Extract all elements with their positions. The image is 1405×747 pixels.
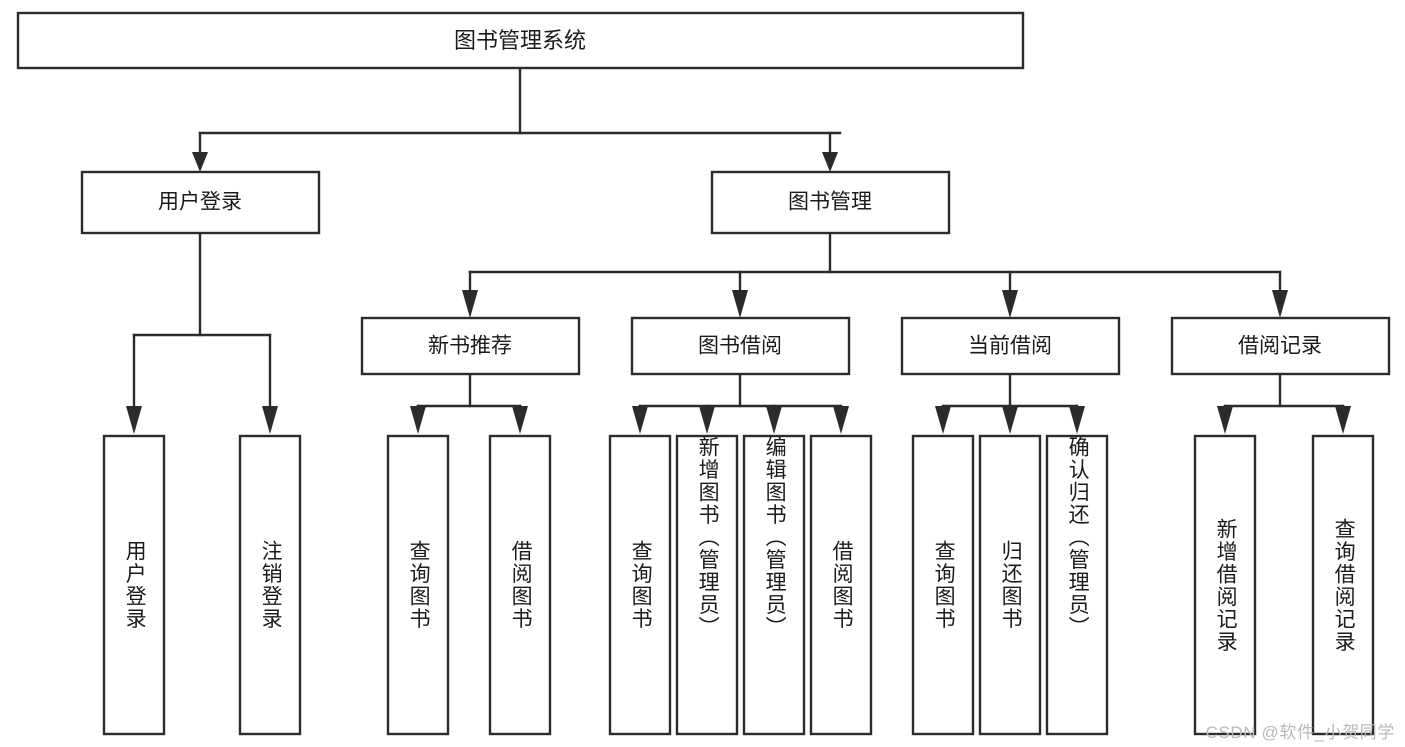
node-new-book-recommend[interactable]: 新书推荐	[360, 316, 581, 376]
node-book-management-label: 图书管理	[788, 191, 872, 214]
arrowhead-bb-leaf-2	[699, 406, 715, 434]
arrowhead-book-borrow	[732, 290, 748, 318]
node-current-borrow-box[interactable]	[900, 316, 1121, 376]
arrowhead-current-borrow	[1002, 290, 1018, 318]
node-book-borrow-box[interactable]	[630, 316, 851, 376]
connectors	[126, 66, 1351, 434]
node-borrow-record-box[interactable]	[1170, 316, 1391, 376]
csdn-watermark: CSDN @软件_小贺同学	[1205, 723, 1395, 742]
node-user-login-box[interactable]	[80, 170, 321, 235]
arrowhead-bb-leaf-4	[833, 406, 849, 434]
node-user-login-label: 用户登录	[158, 191, 242, 214]
node-user-login[interactable]: 用户登录	[80, 170, 321, 235]
leaf-box-user-login[interactable]	[102, 434, 166, 736]
leaf-box-cb-query-book[interactable]	[911, 434, 975, 736]
arrowhead-borrow-record	[1272, 290, 1288, 318]
leaf-box-bb-edit-book[interactable]	[742, 434, 806, 736]
leaf-box-bb-add-book[interactable]	[675, 434, 739, 736]
node-book-borrow-label: 图书借阅	[698, 335, 782, 358]
arrowhead-cb-leaf-1	[935, 406, 951, 434]
leaf-box-br-query-record[interactable]	[1311, 434, 1375, 736]
arrowhead-bb-leaf-1	[632, 406, 648, 434]
node-borrow-record[interactable]: 借阅记录	[1170, 316, 1391, 376]
arrowhead-nb-leaf-1	[410, 406, 426, 434]
leaf-boxes	[102, 434, 1375, 736]
node-current-borrow[interactable]: 当前借阅	[900, 316, 1121, 376]
node-book-borrow[interactable]: 图书借阅	[630, 316, 851, 376]
leaf-box-nb-query-book[interactable]	[386, 434, 450, 736]
arrowhead-new-book	[462, 290, 478, 318]
leaf-box-logout[interactable]	[238, 434, 302, 736]
arrowhead-nb-leaf-2	[512, 406, 528, 434]
node-book-management[interactable]: 图书管理	[710, 170, 951, 235]
arrowhead-book-mgmt	[822, 152, 838, 172]
arrowhead-cb-leaf-3	[1069, 406, 1085, 434]
node-root[interactable]: 图书管理系统	[16, 11, 1025, 70]
leaf-box-bb-query-book[interactable]	[608, 434, 672, 736]
leaf-box-cb-confirm-return[interactable]	[1045, 434, 1109, 736]
arrowhead-user-login	[192, 152, 208, 172]
arrowhead-br-leaf-2	[1335, 406, 1351, 434]
leaf-box-nb-borrow-book[interactable]	[488, 434, 552, 736]
leaf-box-bb-borrow-book[interactable]	[809, 434, 873, 736]
arrowhead-bb-leaf-3	[766, 406, 782, 434]
node-book-management-box[interactable]	[710, 170, 951, 235]
leaf-box-br-add-record[interactable]	[1193, 434, 1257, 736]
leaf-box-cb-return-book[interactable]	[978, 434, 1042, 736]
node-new-book-recommend-label: 新书推荐	[428, 335, 512, 358]
node-root-label: 图书管理系统	[454, 28, 586, 53]
node-root-box[interactable]	[16, 11, 1025, 70]
node-new-book-recommend-box[interactable]	[360, 316, 581, 376]
arrowhead-br-leaf-1	[1217, 406, 1233, 434]
arrowhead-leaf-user-login	[126, 406, 142, 434]
arrowhead-leaf-logout	[262, 406, 278, 434]
node-current-borrow-label: 当前借阅	[968, 335, 1052, 358]
node-borrow-record-label: 借阅记录	[1238, 335, 1322, 358]
arrowhead-cb-leaf-2	[1002, 406, 1018, 434]
